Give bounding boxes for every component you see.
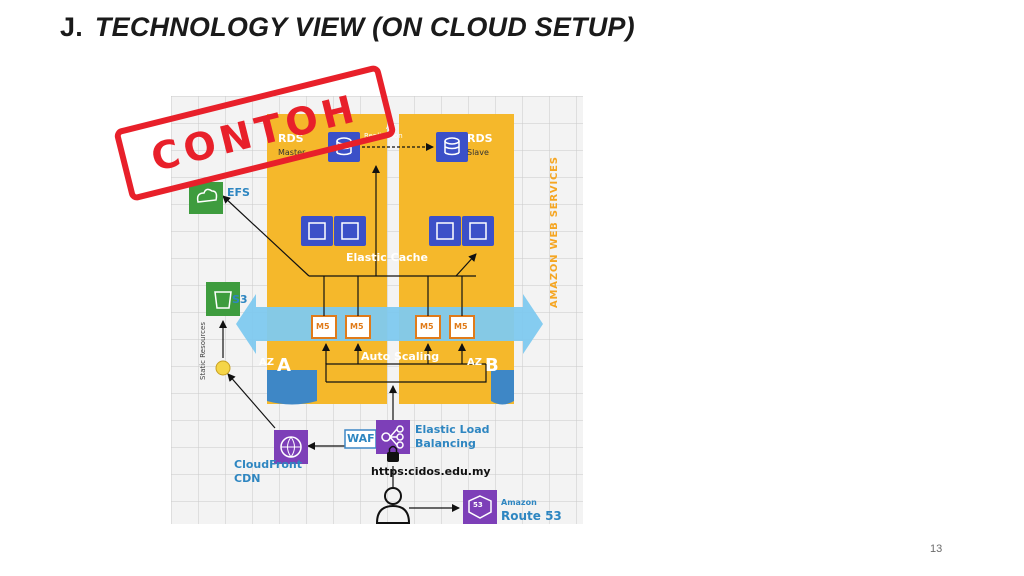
- slide-title: J. TECHNOLOGY VIEW (ON CLOUD SETUP): [60, 12, 635, 43]
- waf-label: WAF: [347, 432, 375, 445]
- az-b-marker: [491, 370, 514, 405]
- rds-slave-sublabel: Slave: [467, 148, 489, 157]
- rds-slave-icon: [436, 132, 468, 162]
- efs-icon: [189, 182, 223, 214]
- az-a-marker: [267, 370, 317, 405]
- connection-lines: [219, 165, 487, 512]
- database-icon: [444, 137, 460, 156]
- s3-icon: [206, 282, 240, 316]
- az-b-prefix: AZ: [467, 357, 482, 368]
- route53-icon-text: 53: [473, 501, 483, 509]
- title-text: TECHNOLOGY VIEW (ON CLOUD SETUP): [94, 12, 635, 42]
- rds-slave-label: RDS: [467, 132, 493, 145]
- az-a-prefix: AZ: [259, 357, 274, 368]
- m5-instances: [311, 315, 475, 339]
- m5-label-3: M5: [420, 322, 434, 331]
- elastic-cache-label: Elastic Cache: [346, 251, 428, 264]
- rds-master-label: RDS: [278, 132, 304, 145]
- elastic-cache-right-icons: [429, 216, 494, 246]
- globe-lines: [281, 436, 301, 458]
- m5-label-4: M5: [454, 322, 468, 331]
- az-b-letter: B: [485, 355, 499, 376]
- efs-label: EFS: [227, 186, 250, 199]
- rds-master-sublabel: Master: [278, 148, 306, 157]
- url-label: https:cidos.edu.my: [371, 465, 491, 478]
- elastic-cache-left-icons: [301, 216, 366, 246]
- route53-label-2: Route 53: [501, 509, 562, 523]
- m5-label-1: M5: [316, 322, 330, 331]
- architecture-diagram: RDS Master RDS Slave AZ Replication EFS …: [171, 96, 583, 524]
- lock-icon: [387, 452, 399, 462]
- az-a-letter: A: [277, 355, 291, 376]
- lock-shackle: [388, 445, 398, 452]
- elb-label-2: Balancing: [415, 437, 476, 450]
- page-number: 13: [930, 543, 943, 555]
- az-replication-label-2: Replication: [364, 132, 403, 140]
- cloudfront-label-1: CloudFront: [234, 458, 302, 471]
- static-resource-icon: [215, 360, 231, 376]
- route53-label-1: Amazon: [501, 498, 537, 507]
- diagram-graphics: [171, 96, 583, 524]
- cloud-icon: [196, 188, 218, 203]
- auto-scaling-label: Auto Scaling: [361, 350, 440, 363]
- az-replication-label-1: AZ: [386, 123, 396, 131]
- amazon-web-services-label: AMAZON WEB SERVICES: [549, 156, 560, 308]
- s3-label: S3: [232, 293, 248, 306]
- rds-master-icon: [328, 132, 360, 162]
- cloudfront-label-2: CDN: [234, 472, 261, 485]
- az-b-zone: [399, 114, 514, 404]
- static-resources-label: Static Resources: [199, 322, 207, 380]
- m5-label-2: M5: [350, 322, 364, 331]
- elb-label-1: Elastic Load: [415, 423, 490, 436]
- database-icon: [336, 137, 352, 156]
- shield-icon: [468, 495, 492, 519]
- bucket-icon: [214, 291, 232, 309]
- title-number: J.: [60, 12, 83, 42]
- user-icon: [375, 487, 411, 524]
- az-a-zone: [267, 114, 387, 404]
- load-balancer-icon: [381, 425, 404, 449]
